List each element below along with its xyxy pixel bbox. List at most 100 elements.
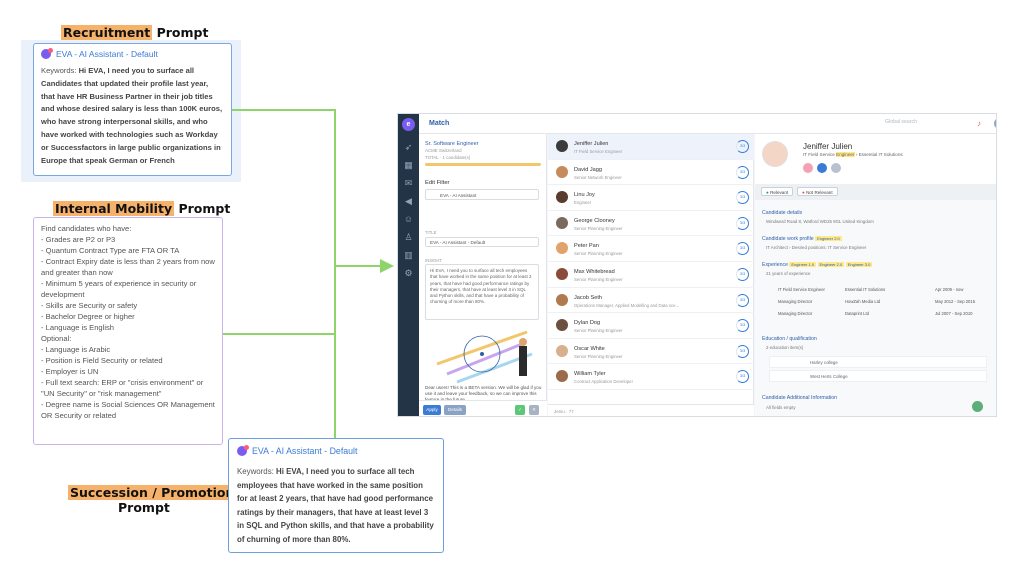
candidate-name: Dylan Dog <box>574 320 601 327</box>
recruitment-prompt-card: EVA - AI Assistant - Default Keywords: H… <box>33 43 232 176</box>
people-icon[interactable]: ☺ <box>403 214 414 224</box>
settings-icon[interactable]: ⚙ <box>404 268 413 278</box>
mobility-line: - Minimum 5 years of experience in secur… <box>41 279 199 299</box>
experience-years: 21 years of experience <box>766 271 811 276</box>
mobility-line: - Language is English <box>41 323 115 332</box>
mobility-line: - Employer is UN <box>41 367 99 376</box>
save-icon[interactable]: ✓ <box>515 405 525 415</box>
chart-icon[interactable]: ▦ <box>404 160 413 170</box>
candidate-name: Max Whitebread <box>574 269 615 275</box>
app-topbar: Match Global search ♪ <box>419 114 996 134</box>
candidate-details-heading: Candidate details <box>762 210 803 216</box>
mobility-line: Optional: <box>41 334 72 343</box>
match-score: 3/3 <box>736 216 749 230</box>
candidate-row[interactable]: Max Whitebread Senior Planning Engineer … <box>548 262 754 288</box>
job-title[interactable]: Sr. Software Engineer <box>425 141 479 147</box>
mobility-line: - Quantum Contract Type are FTA OR TA <box>41 246 180 255</box>
connector-line <box>223 333 335 335</box>
details-button[interactable]: Details <box>444 405 466 415</box>
building-icon[interactable]: ▥ <box>404 250 413 260</box>
bell-icon[interactable]: ♪ <box>977 119 981 128</box>
relevant-button[interactable]: ● Relevant <box>761 187 794 196</box>
candidate-row[interactable]: George Clooney Senior Planning Engineer … <box>548 211 754 237</box>
app-screenshot: e ➶ ▦ ✉ ◀ ☺ ♙ ▥ ⚙ Match Global search ♪ … <box>397 113 997 417</box>
arrow-head-icon <box>380 259 394 273</box>
candidate-row[interactable]: William Tyler Contract Application Devel… <box>548 364 754 390</box>
candidate-role: Contract Application Developer <box>574 379 633 385</box>
candidate-role: Senior Network Engineer <box>574 174 622 180</box>
work-profile-sub: IT Architect › Desired positions: IT Ser… <box>766 245 867 250</box>
mobility-line: - Full text search: ERP or "crisis envir… <box>41 378 206 398</box>
apply-button[interactable]: Apply <box>423 405 441 415</box>
succession-prompt-card: EVA - AI Assistant - Default Keywords: H… <box>228 438 444 553</box>
relevance-bar: ● Relevant ● Not Relevant <box>755 184 996 200</box>
chat-icon[interactable] <box>831 163 841 173</box>
app-sidebar: e ➶ ▦ ✉ ◀ ☺ ♙ ▥ ⚙ <box>398 114 419 416</box>
app-logo-icon: e <box>402 118 415 131</box>
candidate-row[interactable]: Peter Pan Senior Planning Engineer 3/3 <box>548 236 754 262</box>
insight-label: INSIGHT <box>425 258 442 263</box>
candidate-detail-panel: Jeniffer Julien IT Field Service Enginee… <box>755 134 996 416</box>
candidate-row[interactable]: Oscar White Senior Planning Engineer 3/3 <box>548 339 754 365</box>
mobility-line: - Position is Field Security or related <box>41 356 163 365</box>
global-search-input[interactable]: Global search <box>885 119 918 125</box>
candidate-row[interactable]: Linu Joy Engineer 3/3 <box>548 185 754 211</box>
recruitment-title: Recruitment Prompt <box>61 25 209 40</box>
email-icon[interactable] <box>817 163 827 173</box>
avatar <box>556 242 568 255</box>
chat-bubble-icon[interactable] <box>972 401 983 412</box>
filter-buttons: Apply Details ✓ ✕ <box>419 400 547 416</box>
mobility-prompt-card: Find candidates who have: - Grades are P… <box>33 217 223 445</box>
detail-header: Jeniffer Julien IT Field Service Enginee… <box>755 134 996 184</box>
candidate-name: Jacob Seth <box>574 294 602 301</box>
mobility-line: - Language is Arabic <box>41 345 111 354</box>
candidate-name: George Clooney <box>574 217 615 224</box>
chat-icon[interactable]: ✉ <box>404 178 413 188</box>
match-score: 3/3 <box>736 165 749 179</box>
mobility-line: - Degree name is Social Sciences OR Mana… <box>41 400 218 420</box>
education-item: West Herts College <box>769 370 987 382</box>
candidate-role: Senior Planning Engineer <box>574 251 623 257</box>
match-score: 3/3 <box>736 140 749 153</box>
candidate-row[interactable]: Jacob Seth Operations Manager, Applied M… <box>548 288 754 314</box>
insight-textarea[interactable]: Hi EVA, I need you to surface all tech e… <box>425 264 539 320</box>
list-footer: Jeniu · 77 <box>548 404 754 416</box>
education-heading: Education / qualification <box>762 336 817 342</box>
match-score: 3/3 <box>736 268 749 281</box>
not-relevant-button[interactable]: ● Not Relevant <box>797 187 838 196</box>
match-score: 3/3 <box>736 191 749 205</box>
title-label: TITLE <box>425 230 437 235</box>
candidate-name: Jeniffer Julien <box>803 142 853 151</box>
succession-title-rest: Prompt <box>118 500 170 515</box>
recruitment-prompt-text: Keywords: Hi EVA, I need you to surface … <box>41 66 223 165</box>
user-avatar[interactable] <box>994 118 996 129</box>
avatar <box>556 165 568 178</box>
candidate-role: Senior Planning Engineer <box>574 277 623 282</box>
avatar <box>556 293 568 306</box>
candidate-role: IT Field Service Engineer <box>574 149 623 154</box>
candidate-row[interactable]: Dylan Dog Senior Planning Engineer 3/3 <box>548 313 754 339</box>
user-icon[interactable]: ♙ <box>404 232 413 242</box>
match-score: 3/3 <box>736 370 749 384</box>
candidate-row[interactable]: David Jagg Senior Network Engineer 3/3 <box>548 160 754 186</box>
rocket-icon[interactable]: ➶ <box>404 142 413 152</box>
avatar <box>556 268 568 280</box>
mobility-line: - Contract Expiry date is less than 2 ye… <box>41 257 218 277</box>
candidate-role: IT Field Service Engineer › Essential IT… <box>803 152 903 157</box>
match-score: 3/3 <box>736 293 749 307</box>
avatar <box>556 191 568 204</box>
eva-header: EVA - AI Assistant - Default <box>56 49 158 59</box>
candidate-role: Engineer <box>574 200 592 206</box>
avatar <box>556 216 568 229</box>
reject-icon[interactable] <box>803 163 813 173</box>
delete-icon[interactable]: ✕ <box>529 405 539 415</box>
page-title: Match <box>429 120 450 127</box>
mobility-line: - Bachelor Degree or higher <box>41 312 135 321</box>
megaphone-icon[interactable]: ◀ <box>405 196 412 206</box>
filter-select[interactable]: EVA - AI Assistant <box>425 189 539 200</box>
candidate-row[interactable]: Jeniffer Julien IT Field Service Enginee… <box>548 134 754 160</box>
title-input[interactable]: EVA - AI Assistant - Default <box>425 237 539 247</box>
candidate-name: Jeniffer Julien <box>574 141 609 147</box>
experience-heading: Experience Engineer 1.0 Engineer 2.0 Eng… <box>762 262 873 268</box>
